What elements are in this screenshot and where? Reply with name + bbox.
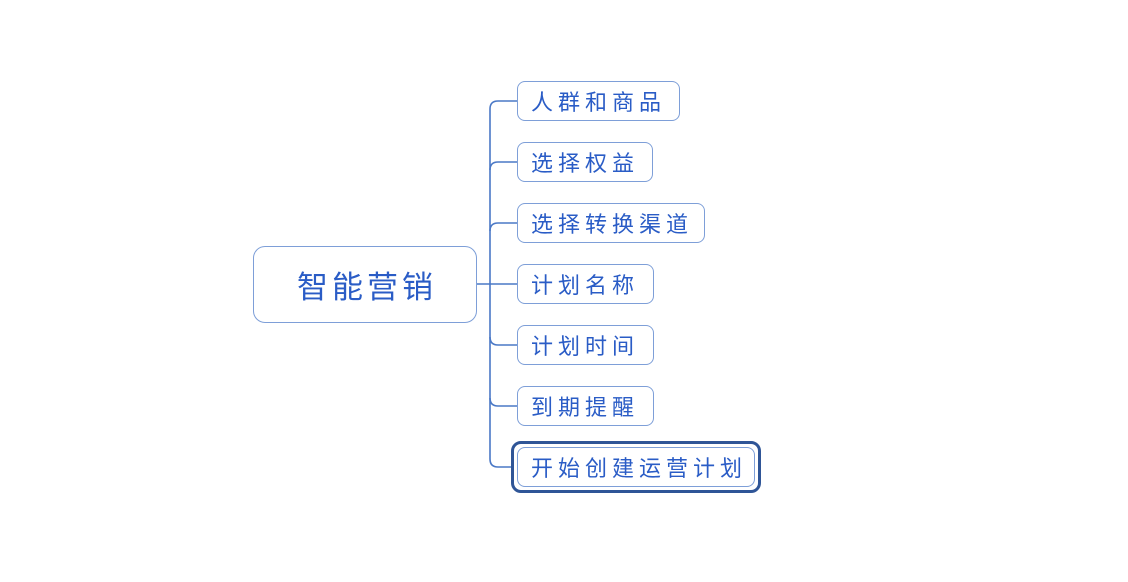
- mindmap-node-expiry-reminder[interactable]: 到期提醒: [517, 386, 654, 426]
- mindmap-node-select-conversion-channel[interactable]: 选择转换渠道: [517, 203, 705, 243]
- connector-trunk: [489, 100, 517, 468]
- mindmap-node-audience-products[interactable]: 人群和商品: [517, 81, 680, 121]
- connector-elbow-2: [489, 161, 517, 171]
- mindmap-node-plan-time[interactable]: 计划时间: [517, 325, 654, 365]
- connector-elbow-6: [489, 397, 517, 407]
- mindmap-node-start-create-operation-plan[interactable]: 开始创建运营计划: [517, 447, 755, 487]
- connector-elbow-5: [489, 336, 517, 346]
- mindmap-root-node[interactable]: 智能营销: [253, 246, 477, 323]
- selected-node-ring: 开始创建运营计划: [511, 441, 761, 493]
- mindmap-node-plan-name[interactable]: 计划名称: [517, 264, 654, 304]
- connector-elbow-3: [489, 222, 517, 232]
- mindmap-node-select-benefits[interactable]: 选择权益: [517, 142, 653, 182]
